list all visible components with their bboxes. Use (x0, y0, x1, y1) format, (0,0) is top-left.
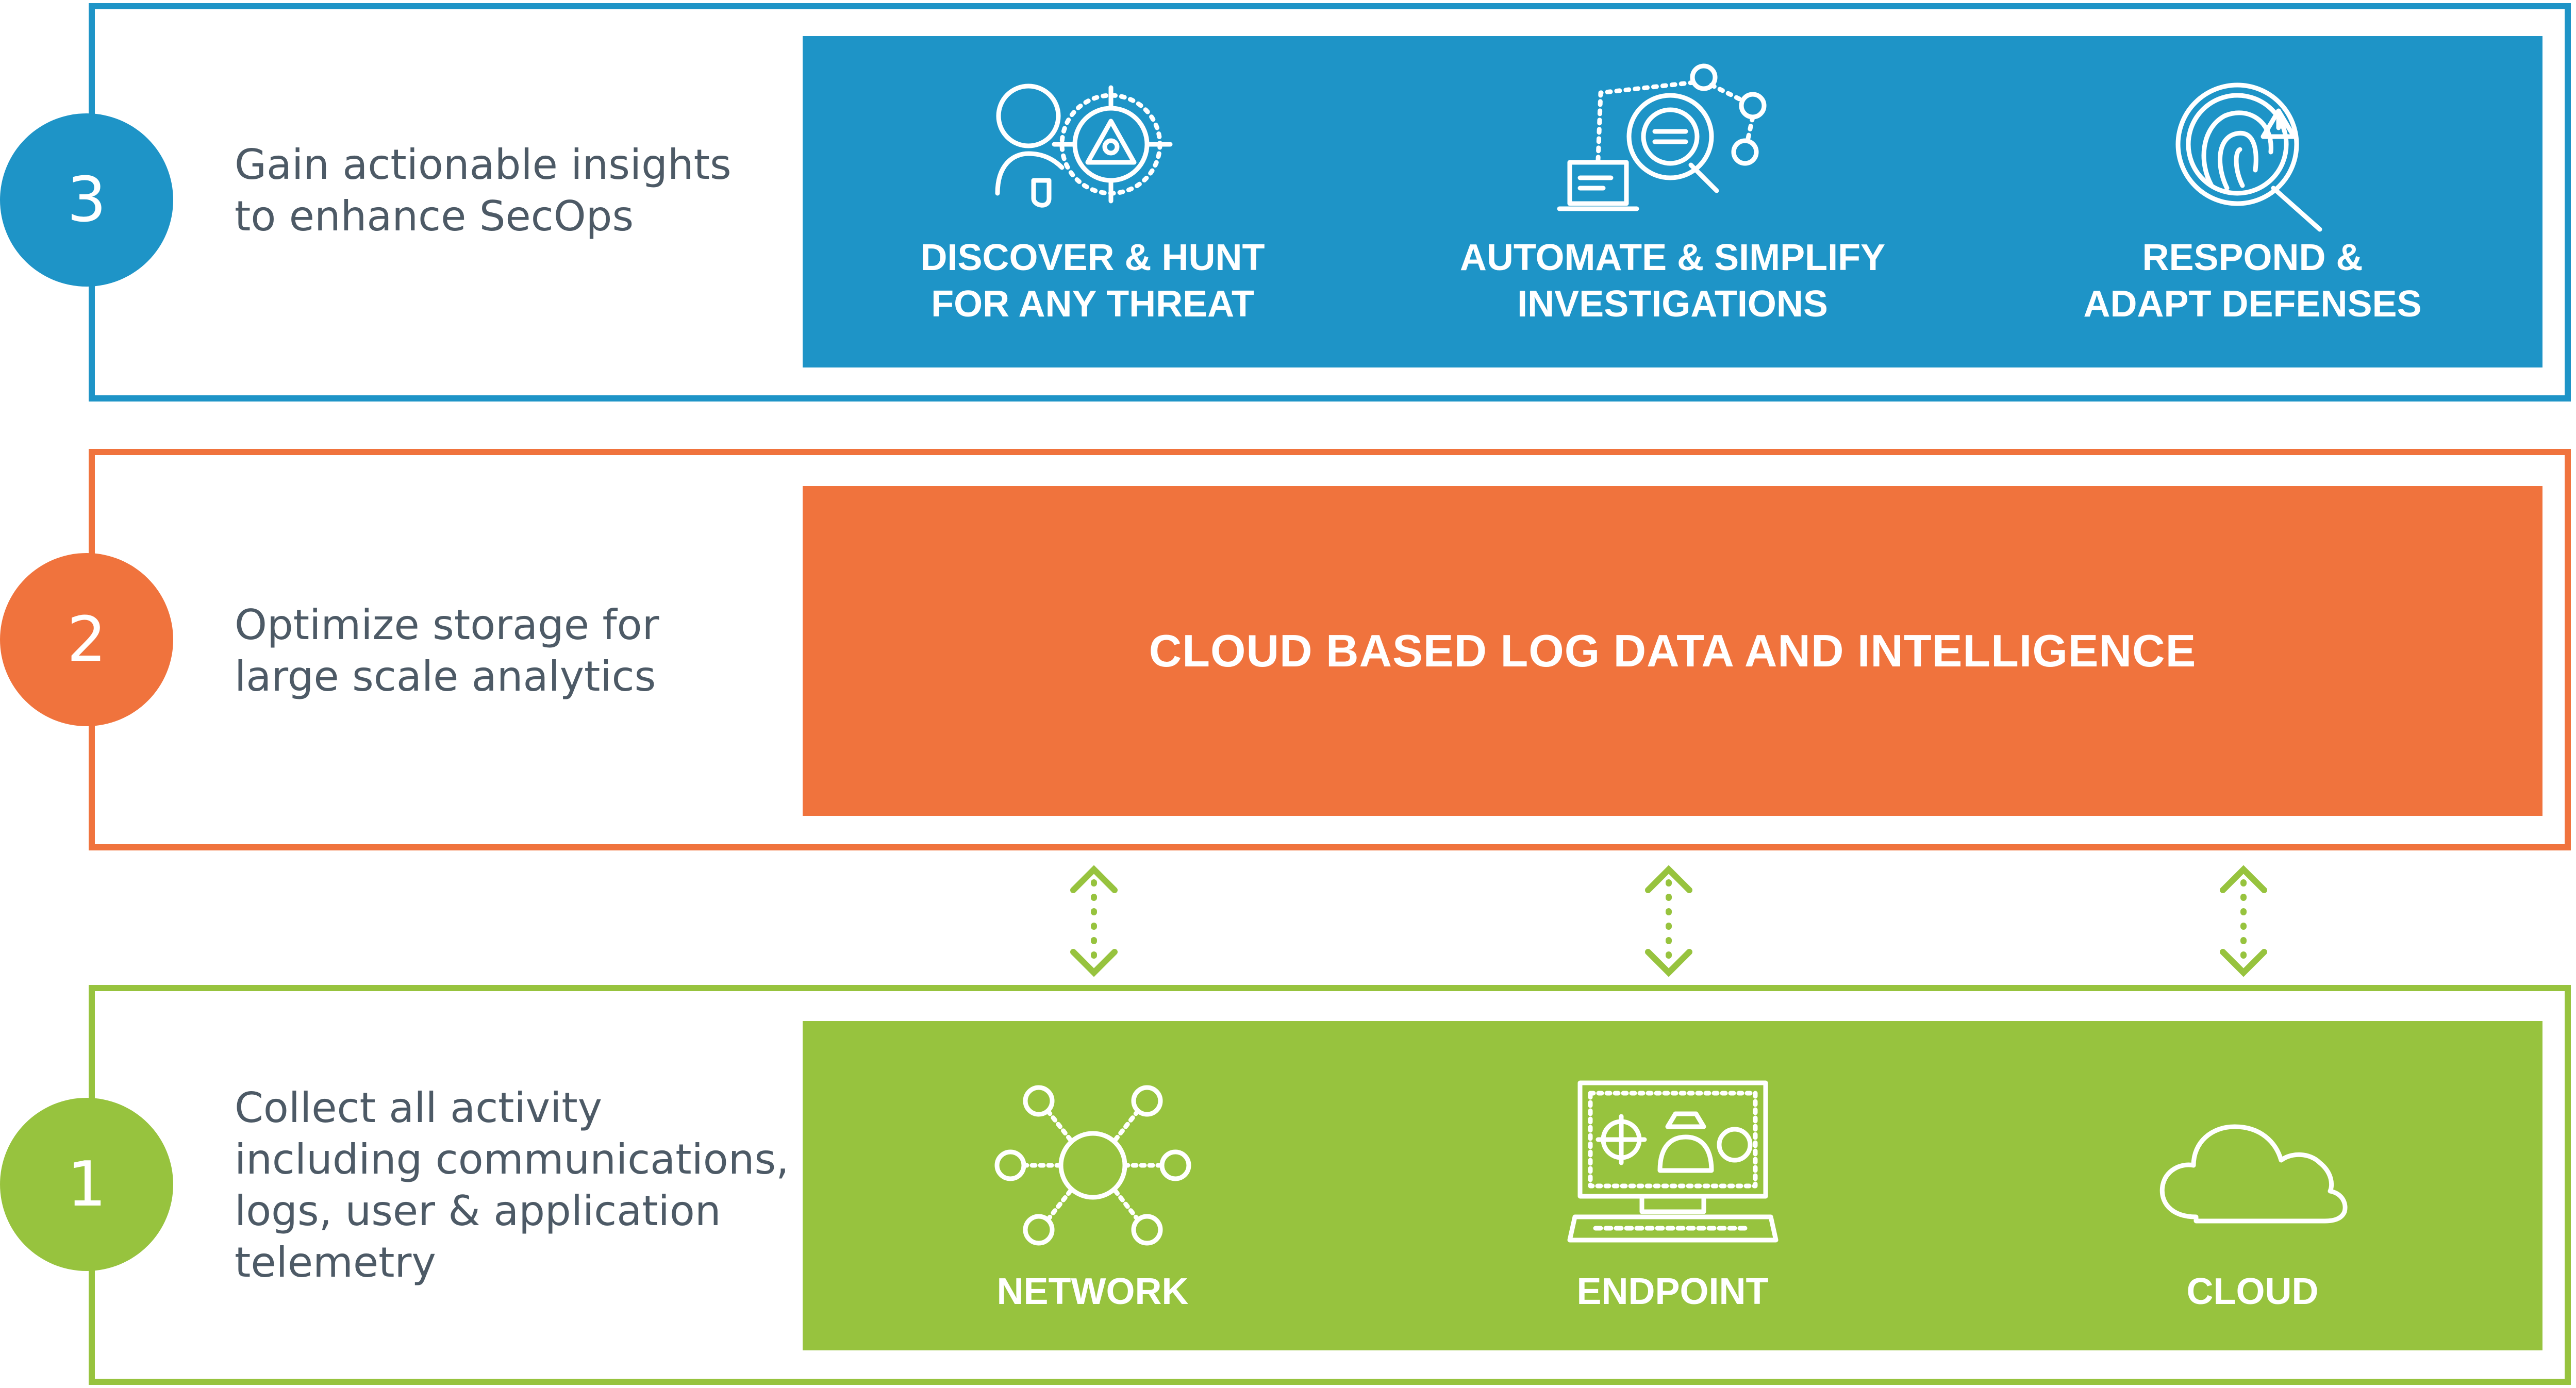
tier-1-number-badge: 1 (0, 1098, 173, 1271)
tier-1-description: Collect all activity including communica… (235, 1084, 789, 1286)
cloud-icon (2159, 1124, 2347, 1224)
respond-adapt-item: RESPOND & ADAPT DEFENSES (1963, 36, 2542, 367)
discover-hunt-item: DISCOVER & HUNT FOR ANY THREAT (803, 36, 1383, 367)
cloud-label: CLOUD (2186, 1271, 2319, 1312)
network-label: NETWORK (996, 1271, 1189, 1312)
endpoint-item: ENDPOINT (1383, 1021, 1963, 1350)
tier-1-panel: NETWORK ENDPOINT CLOUD (803, 1021, 2542, 1350)
laptop-gear-network-icon (1557, 63, 1766, 211)
tier-2-number-badge: 2 (0, 553, 173, 726)
respond-adapt-label: RESPOND & ADAPT DEFENSES (2083, 237, 2422, 325)
tier-3-panel: DISCOVER & HUNT FOR ANY THREAT AUTOMATE … (803, 36, 2542, 367)
fingerprint-magnifier-icon (2175, 82, 2322, 232)
automate-simplify-item: AUTOMATE & SIMPLIFY INVESTIGATIONS (1383, 36, 1963, 367)
discover-hunt-label: DISCOVER & HUNT FOR ANY THREAT (920, 237, 1265, 325)
tier-3-number-badge: 3 (0, 113, 173, 287)
computer-monitor-icon (1567, 1080, 1778, 1243)
tier-2-panel: CLOUD BASED LOG DATA AND INTELLIGENCE (803, 486, 2542, 816)
network-nodes-icon (994, 1085, 1191, 1246)
user-target-threat-icon (995, 83, 1172, 208)
cloud-item: CLOUD (1963, 1021, 2542, 1350)
endpoint-label: ENDPOINT (1576, 1271, 1769, 1312)
network-item: NETWORK (803, 1021, 1383, 1350)
automate-simplify-label: AUTOMATE & SIMPLIFY INVESTIGATIONS (1459, 237, 1886, 325)
tier-2-description: Optimize storage for large scale analyti… (235, 601, 659, 700)
bidirectional-arrow-endpoint (1645, 865, 1692, 977)
bidirectional-arrow-network (1070, 865, 1118, 977)
tier-3-description: Gain actionable insights to enhance SecO… (235, 141, 732, 240)
bidirectional-arrow-cloud (2220, 865, 2267, 977)
cloud-log-data-title: CLOUD BASED LOG DATA AND INTELLIGENCE (1149, 625, 2197, 676)
